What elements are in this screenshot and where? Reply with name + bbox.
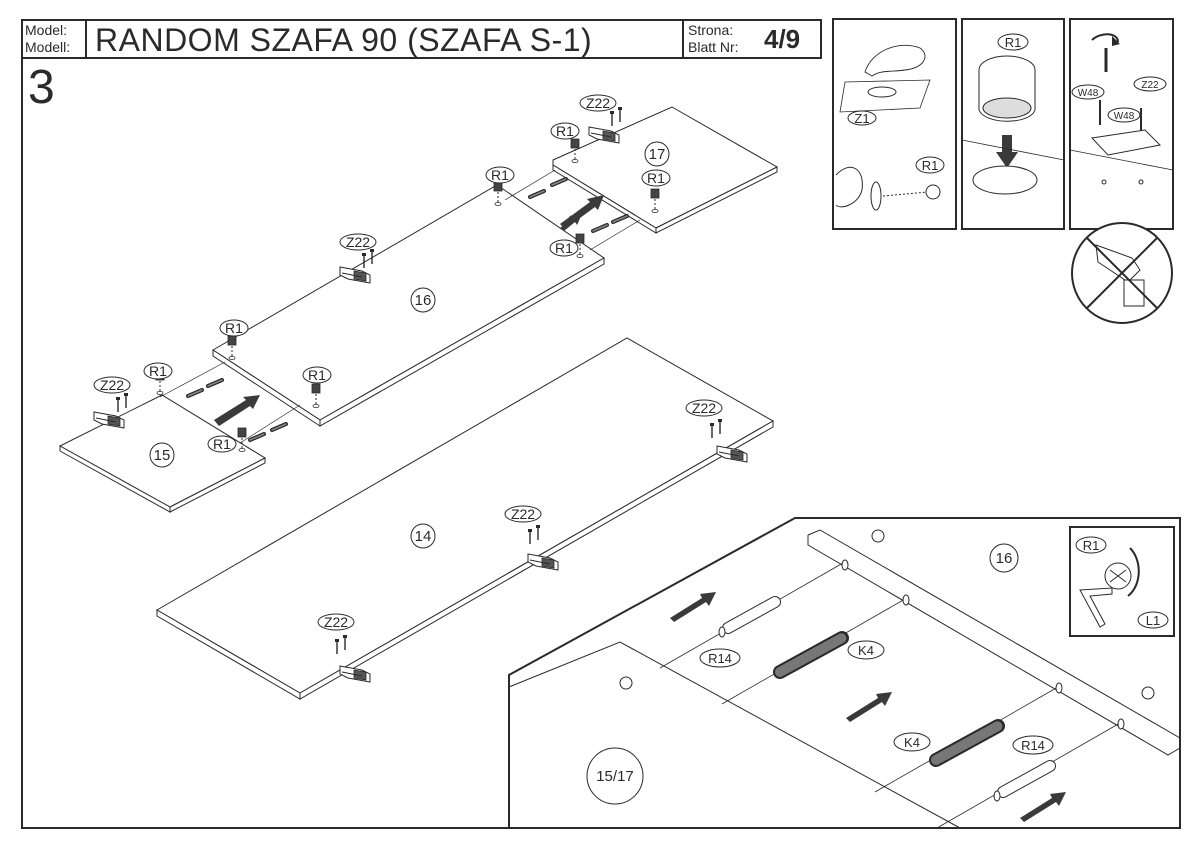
label-w48: W48 (1078, 88, 1099, 99)
detail-box-allen-key: R1 L1 (1069, 526, 1175, 637)
label-k4: K4 (858, 643, 874, 658)
label-z1: Z1 (854, 111, 869, 126)
panel-number-17: 17 (649, 146, 666, 163)
arrow-icon (670, 592, 716, 622)
panel-number-14: 14 (415, 528, 432, 545)
part-labels: Z22 R1 R1 R1 R1 Z22 R1 R1 R1 Z22 R1 Z22 … (93, 94, 723, 631)
panel-number-16: 16 (996, 550, 1013, 567)
label-r1: R1 (213, 436, 231, 452)
detail-box-cam-lock: R1 (961, 18, 1065, 230)
arrow-icon (846, 692, 892, 722)
arrow-icon (560, 195, 604, 229)
page-label: Strona: (688, 22, 734, 38)
label-r14: R14 (1021, 738, 1045, 753)
label-z22: Z22 (692, 400, 716, 416)
label-r1: R1 (308, 367, 326, 383)
arrow-icon (1020, 792, 1066, 822)
label-l1: L1 (1146, 613, 1160, 628)
detail-box-screws: W48 Z22 W48 (1069, 18, 1174, 230)
label-z22: Z22 (1141, 80, 1159, 91)
page-title: RANDOM SZAFA 90 (SZAFA S-1) (95, 22, 593, 58)
label-r1: R1 (1083, 538, 1100, 553)
label-r1: R1 (647, 170, 665, 186)
model-label-de: Modell: (25, 39, 71, 55)
label-r1: R1 (555, 240, 573, 256)
label-r1: R1 (1005, 35, 1022, 50)
allen-key-icon (1079, 587, 1113, 628)
header-bar: Model: Modell: RANDOM SZAFA 90 (SZAFA S-… (21, 19, 822, 59)
label-k4: K4 (904, 735, 920, 750)
dowel-guide-lines (159, 169, 641, 444)
label-r14: R14 (708, 651, 732, 666)
panel-numbers: 17 16 15 14 (149, 141, 670, 549)
model-label: Model: (25, 22, 68, 38)
label-r1: R1 (556, 123, 574, 139)
page-label-box: Strona: Blatt Nr: 4/9 (682, 21, 824, 57)
frame-bottom (21, 827, 1181, 829)
label-z22: Z22 (511, 506, 535, 522)
label-z22: Z22 (586, 95, 610, 111)
label-w48: W48 (1114, 111, 1135, 122)
panel-14 (156, 337, 775, 700)
arrow-icon (214, 395, 260, 426)
label-r1: R1 (922, 158, 939, 173)
no-power-drill-icon (1071, 222, 1173, 324)
label-z22: Z22 (100, 377, 124, 393)
label-r1: R1 (149, 363, 167, 379)
label-r1: R1 (225, 320, 243, 336)
panel-number-15: 15 (154, 447, 171, 464)
step-number: 3 (28, 61, 55, 114)
panel-number-15-17: 15/17 (596, 768, 634, 785)
page-label-de: Blatt Nr: (688, 39, 739, 55)
detail-box-z1: Z1 R1 (832, 18, 957, 230)
panel-17 (552, 106, 779, 234)
page-number: 4/9 (764, 24, 801, 54)
label-z22: Z22 (346, 234, 370, 250)
panel-number-16: 16 (415, 292, 432, 309)
main-frame (21, 59, 822, 829)
label-r1: R1 (491, 167, 509, 183)
model-label-box: Model: Modell: (23, 21, 87, 57)
panel-16 (212, 184, 605, 427)
detail-box-dowels: R14 K4 K4 R14 16 15/17 (508, 517, 1181, 829)
label-z22: Z22 (324, 614, 348, 630)
